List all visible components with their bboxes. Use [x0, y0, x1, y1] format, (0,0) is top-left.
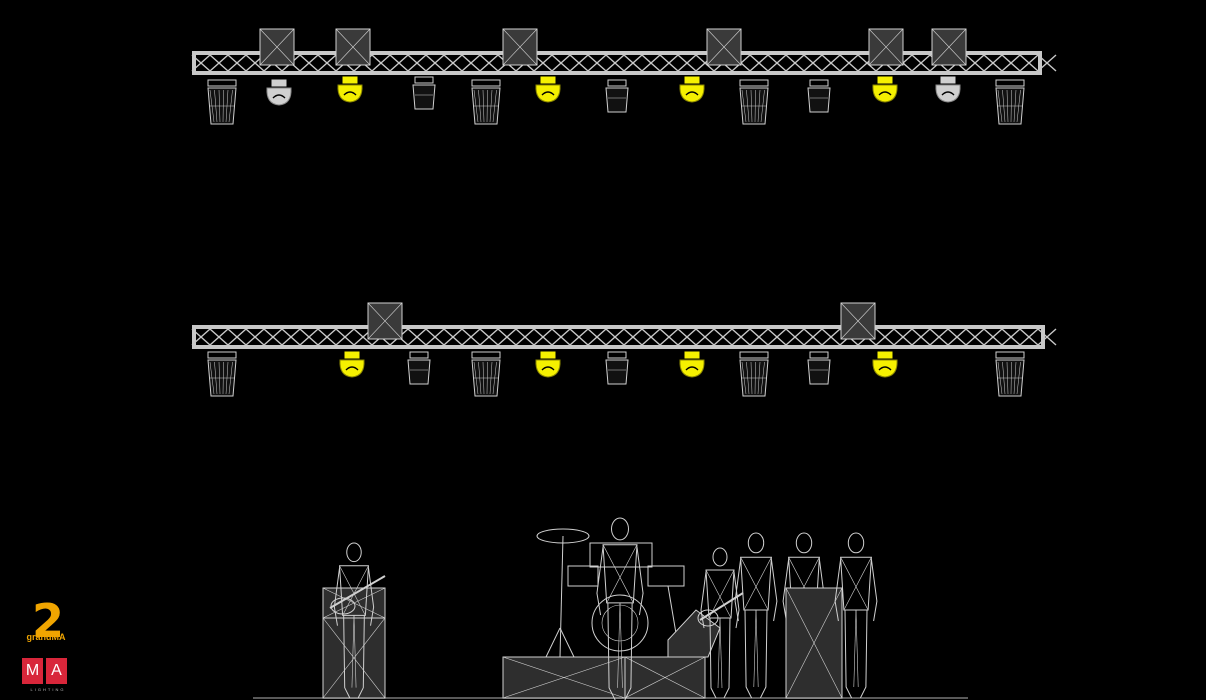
fixture-spot	[266, 79, 292, 106]
fixture-wash	[207, 79, 237, 125]
fixture-spot	[935, 76, 961, 103]
truss-layer	[191, 28, 1057, 397]
fixture-active	[535, 76, 561, 103]
fixture-beam	[407, 351, 431, 385]
tom-drums	[589, 542, 653, 568]
fixture-active	[679, 351, 705, 378]
bass-guitar-neck	[329, 575, 386, 609]
fixture-beam	[605, 79, 629, 113]
fixture-wash	[995, 79, 1025, 125]
guitar-body	[697, 609, 719, 627]
fixture-active	[872, 351, 898, 378]
logo-box-m: M	[22, 658, 43, 684]
kick-drum-head	[601, 604, 639, 642]
logo-subtitle: LIGHTING	[30, 687, 66, 692]
floor-tom-right	[647, 565, 685, 587]
visualizer-stage[interactable]: 2 grandMA M A LIGHTING	[8, 8, 1200, 700]
fixture-beam	[605, 351, 629, 385]
fixture-wash	[471, 79, 501, 125]
musician-guitarist	[700, 547, 740, 699]
amp-cabinet	[322, 617, 386, 699]
floor-tom-left	[567, 565, 599, 587]
fixture-wash	[207, 351, 237, 397]
cymbal-stand	[559, 535, 564, 658]
fixture-beam	[807, 79, 831, 113]
grandma-logo: 2 grandMA M A LIGHTING	[20, 594, 80, 700]
kick-drum	[591, 594, 649, 652]
cymbal-stand-leg	[545, 627, 561, 658]
cymbal-stand-leg	[559, 627, 575, 658]
fixture-wash	[739, 79, 769, 125]
drum-riser	[502, 656, 626, 699]
drum-riser-side	[624, 656, 706, 699]
fixture-active	[872, 76, 898, 103]
truss	[191, 28, 1057, 75]
truss	[191, 302, 1057, 349]
fixture-wash	[739, 351, 769, 397]
logo-box-a: A	[46, 658, 67, 684]
fixture-active	[339, 351, 365, 378]
fixture-active	[337, 76, 363, 103]
musician-singer	[834, 532, 878, 699]
band-layer	[253, 517, 968, 700]
musician-singer	[734, 532, 778, 699]
musician-drummer	[596, 517, 644, 700]
monitor-wedge	[667, 609, 721, 658]
bass-guitar-body	[330, 597, 356, 615]
amp-right	[785, 587, 843, 699]
fixture-active	[679, 76, 705, 103]
guitar-neck	[699, 592, 744, 621]
logo-brand: grandMA	[26, 632, 66, 642]
musician-bassist	[333, 542, 375, 699]
logo-number: 2	[31, 594, 64, 648]
fixture-beam	[412, 76, 436, 110]
fixture-active	[535, 351, 561, 378]
stage-view	[191, 28, 1057, 700]
fixture-wash	[995, 351, 1025, 397]
fixture-beam	[807, 351, 831, 385]
fixture-wash	[471, 351, 501, 397]
